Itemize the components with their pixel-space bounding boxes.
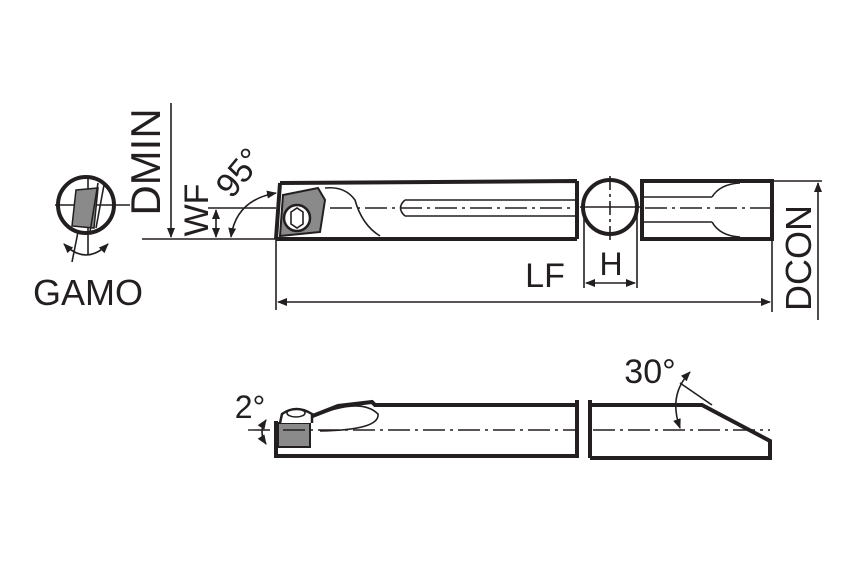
dcon-label: DCON [778, 205, 819, 311]
h-label: H [599, 246, 622, 282]
tool-body-side [248, 399, 579, 458]
dmin-label: DMIN [122, 108, 169, 215]
angle-95-label: 95° [208, 141, 270, 205]
cross-section-h [580, 176, 640, 288]
insert-icon [277, 422, 311, 448]
gamo-label: GAMO [33, 272, 143, 313]
wf-label: WF [178, 184, 216, 237]
angle-30-arc [673, 371, 691, 429]
tool-shank-top [640, 179, 822, 320]
angle-2-arc [257, 419, 267, 445]
angle-95-arc [228, 190, 277, 238]
gamo-angle-arc [63, 243, 109, 256]
side-view: 2° 30° [235, 353, 772, 460]
top-view: GAMO DMIN WF 95° [33, 103, 822, 320]
gamo-end-view [55, 175, 130, 263]
tool-shank-side [588, 371, 772, 460]
lf-label: LF [525, 257, 565, 295]
angle-30-label: 30° [624, 353, 675, 391]
clamp-screw-icon [278, 407, 314, 424]
tool-body-top [274, 179, 579, 241]
angle-2-label: 2° [235, 389, 266, 425]
